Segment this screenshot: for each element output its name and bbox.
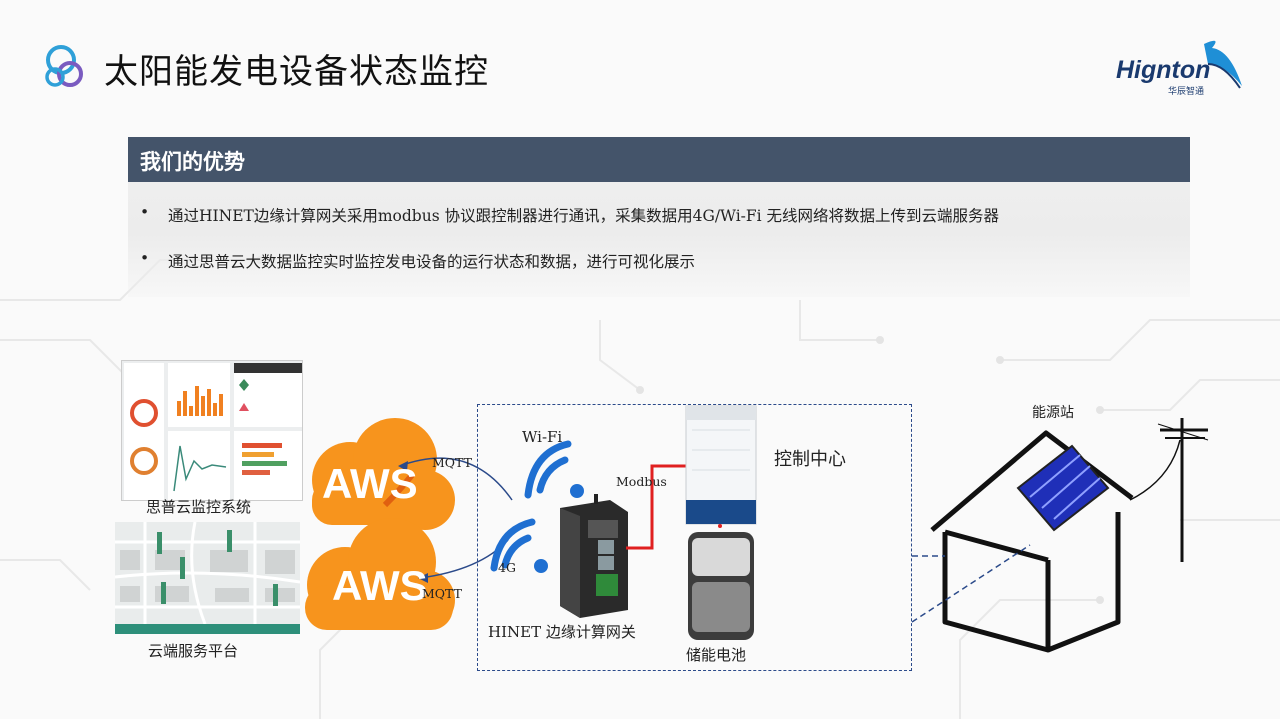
monitor-system-label: 思普云监控系统 xyxy=(146,498,252,516)
4g-signal-icon xyxy=(490,518,548,573)
battery-label: 储能电池 xyxy=(686,646,747,664)
wifi-label: Wi-Fi xyxy=(522,428,563,446)
map-footer-bar xyxy=(115,624,300,634)
cloud-link-icon xyxy=(45,45,83,87)
aws-label-lower: AWS xyxy=(332,562,428,609)
modbus-connection-line xyxy=(626,464,686,550)
modbus-label: Modbus xyxy=(616,474,667,489)
gateway-label: HINET 边缘计算网关 xyxy=(488,623,636,641)
aws-swoosh-icon xyxy=(382,473,415,508)
mqtt-label-upper: MQTT xyxy=(432,455,472,470)
bird-logo-icon xyxy=(1204,40,1242,89)
advantage-item: 通过HINET边缘计算网关采用modbus 协议跟控制器进行通讯，采集数据用4G… xyxy=(140,203,1190,250)
advantages-list: 通过HINET边缘计算网关采用modbus 协议跟控制器进行通讯，采集数据用4G… xyxy=(128,182,1190,296)
energy-station-label: 能源站 xyxy=(1032,405,1074,421)
mqtt-label-lower: MQTT xyxy=(422,586,462,601)
monitor-dashboard-thumbnail xyxy=(121,360,303,501)
control-center-label: 控制中心 xyxy=(774,449,846,470)
dashboard-graphic xyxy=(124,363,302,500)
4g-label: 4G xyxy=(498,560,516,575)
company-logo: Hignton 华辰智通 xyxy=(1112,34,1247,97)
aws-cloud-icon xyxy=(305,518,455,630)
hinet-gateway-device xyxy=(560,494,628,618)
inverter-device xyxy=(685,405,757,528)
cloud-platform-map-thumbnail xyxy=(114,521,301,634)
power-pole-icon xyxy=(1129,418,1209,562)
solar-panel-icon xyxy=(1016,444,1110,532)
cloud-platform-label: 云端服务平台 xyxy=(148,642,239,660)
wifi-signal-icon xyxy=(524,440,584,499)
logo-subtitle: 华辰智通 xyxy=(1168,87,1205,97)
map-graphic xyxy=(114,521,301,625)
storage-battery-device xyxy=(688,532,754,640)
logo-wordmark: Hignton xyxy=(1116,56,1211,84)
advantage-item: 通过思普云大数据监控实时监控发电设备的运行状态和数据，进行可视化展示 xyxy=(140,249,1190,296)
advantages-panel: 我们的优势 通过HINET边缘计算网关采用modbus 协议跟控制器进行通讯，采… xyxy=(128,137,1190,297)
aws-label-upper: AWS xyxy=(322,460,418,507)
aws-cloud-icon xyxy=(312,418,455,530)
mqtt-arrow-upper xyxy=(399,457,513,501)
energy-station-house xyxy=(930,430,1134,653)
page-title: 太阳能发电设备状态监控 xyxy=(104,52,489,92)
gateway-dashed-frame xyxy=(477,404,912,671)
advantages-header: 我们的优势 xyxy=(128,137,1190,182)
house-connector-line xyxy=(911,544,1031,623)
